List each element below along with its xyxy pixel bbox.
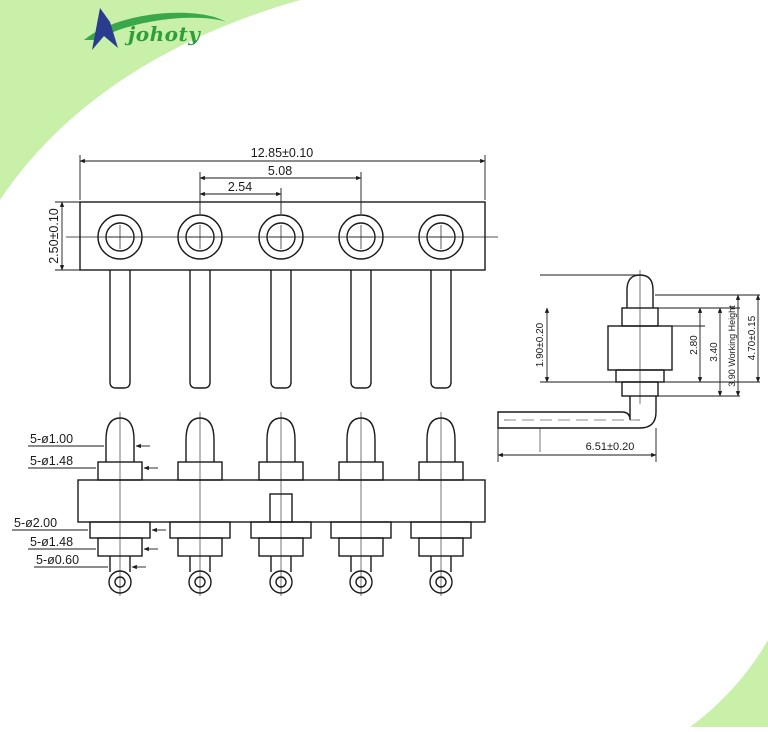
front-view-body (77, 479, 486, 523)
label-body-dia: 5-ø2.00 (14, 516, 57, 530)
dim-overall-width (79, 155, 486, 200)
background-accent-top-left (0, 0, 300, 200)
label-height: 2.50±0.10 (47, 208, 61, 264)
label-pitch-double: 5.08 (268, 164, 292, 178)
label-overall-width: 12.85±0.10 (251, 146, 314, 160)
side-view (497, 270, 761, 462)
label-lower-collar-dia: 5-ø1.48 (30, 535, 73, 549)
hole-5 (418, 214, 464, 260)
top-view (55, 155, 498, 389)
label-dim-340: 3.40 (709, 342, 720, 362)
label-tip-height: 1.90±0.20 (535, 322, 546, 367)
hole-4 (338, 214, 384, 260)
front-pin-5 (410, 412, 472, 596)
front-pin-4 (330, 412, 392, 596)
dim-pitch-double (199, 172, 362, 214)
label-total-height: 4.70±0.15 (747, 315, 758, 360)
front-view-leaders (12, 443, 166, 570)
top-view-body (79, 201, 486, 271)
label-collar-dia: 5-ø1.48 (30, 454, 73, 468)
label-tail-dia: 5-ø0.60 (36, 553, 79, 567)
top-view-holes (97, 214, 464, 260)
dim-height (55, 201, 80, 271)
background-accent-bottom-right (690, 640, 768, 727)
label-dim-280: 2.80 (689, 335, 700, 355)
hole-2 (177, 214, 223, 260)
label-tail-length: 6.51±0.20 (586, 441, 635, 453)
label-pitch: 2.54 (228, 180, 252, 194)
hole-1 (97, 214, 143, 260)
label-working-height: 3.90 Working Height (727, 305, 737, 387)
front-pin-1 (89, 412, 151, 596)
front-pin-2 (169, 412, 231, 596)
hole-3 (258, 214, 304, 260)
top-view-pins (109, 270, 452, 389)
brand-name: johoty (128, 22, 201, 46)
label-tip-dia: 5-ø1.00 (30, 432, 73, 446)
front-view (12, 412, 486, 596)
dim-pitch (199, 188, 282, 214)
brand-logo-mark (84, 8, 226, 50)
front-pin-3 (250, 412, 312, 596)
front-view-pins (89, 412, 472, 596)
